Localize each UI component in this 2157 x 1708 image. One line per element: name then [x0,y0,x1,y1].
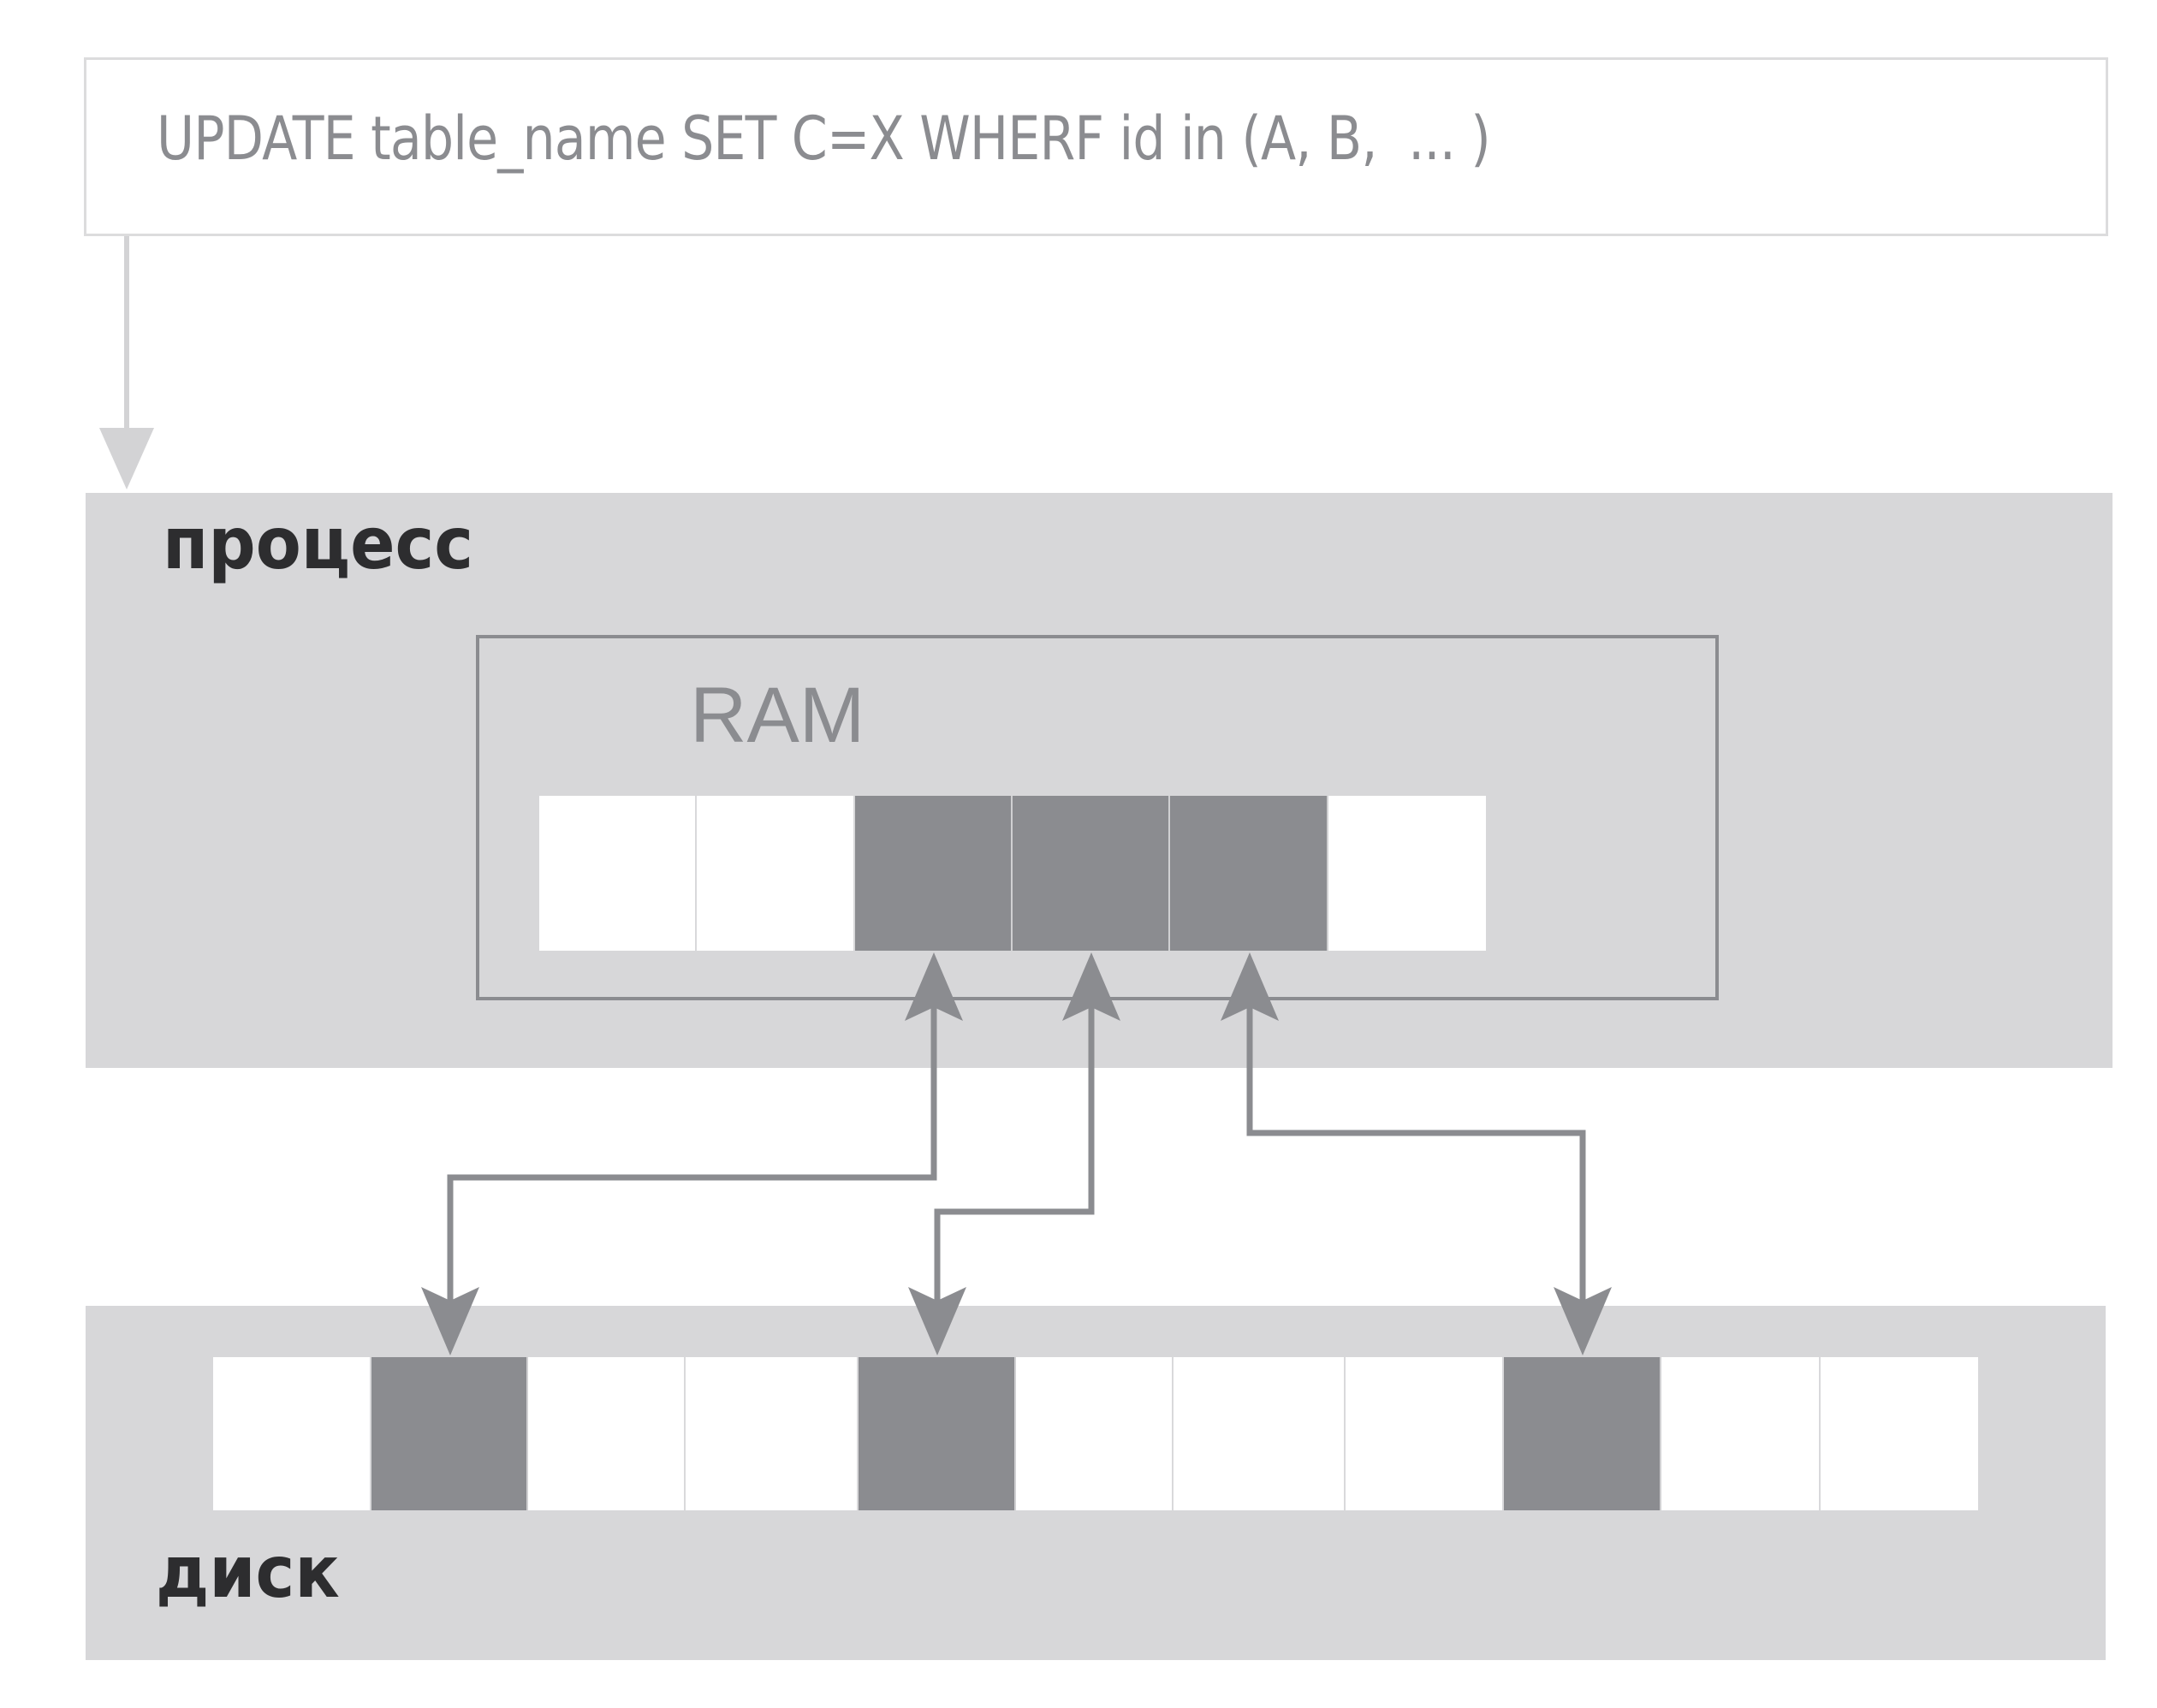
disk-block-free [1174,1357,1346,1510]
process-label: процесс [163,501,474,585]
disk-label: диск [156,1530,340,1614]
disk-block-free [1016,1357,1174,1510]
ram-block-loaded [1170,796,1328,951]
ram-block-free [539,796,697,951]
disk-block-free [213,1357,371,1510]
ram-block-loaded [855,796,1013,951]
disk-block-row [213,1357,1978,1510]
disk-block-free [1661,1357,1821,1510]
disk-block-loaded [371,1357,528,1510]
disk-block-loaded [1504,1357,1661,1510]
arrow-down-icon [99,428,154,489]
disk-block-loaded [859,1357,1016,1510]
sql-query-text: UPDATE table_name SET C=X WHERF id in (A… [157,104,1491,174]
ram-block-free [697,796,855,951]
ram-label: RAM [690,672,865,759]
disk-block-free [1346,1357,1504,1510]
disk-block-free [686,1357,859,1510]
disk-block-free [1821,1357,1978,1510]
disk-block-free [528,1357,686,1510]
ram-block-free [1328,796,1486,951]
query-box [84,57,2108,236]
ram-block-row [539,796,1486,951]
ram-block-loaded [1013,796,1170,951]
